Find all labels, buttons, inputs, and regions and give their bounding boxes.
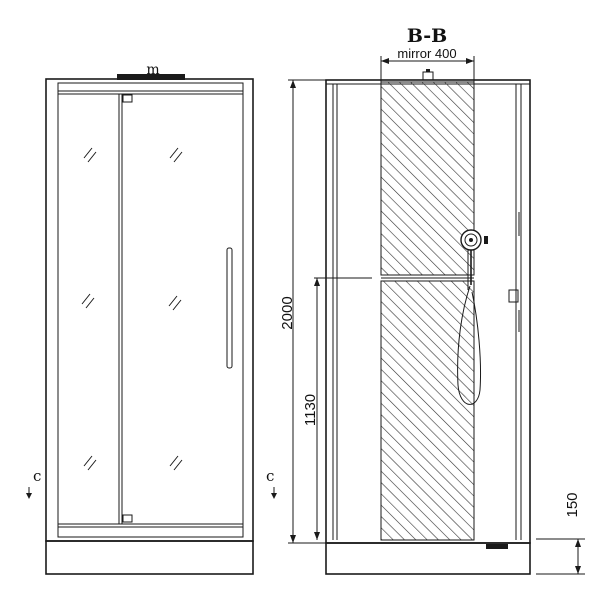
drain xyxy=(486,544,508,549)
shower-head-icon xyxy=(460,229,488,285)
overall-height-value: 2000 xyxy=(279,296,296,329)
front-inner-frame xyxy=(57,82,244,538)
dim-tray-height: 150 xyxy=(536,492,585,575)
ceiling-fitting xyxy=(422,71,434,81)
front-marker-label: m xyxy=(146,62,159,78)
dim-mirror-height: 1130 xyxy=(302,278,320,540)
dim-overall-height: 2000 xyxy=(279,79,326,544)
cut-marker-right: c xyxy=(266,467,274,485)
section-title: B-B xyxy=(407,25,447,47)
mirror-label: mirror 400 xyxy=(397,46,456,61)
tray-height-value: 150 xyxy=(564,492,581,517)
glass-marks xyxy=(81,147,183,471)
bottom-hinge xyxy=(122,514,133,523)
front-tray xyxy=(45,540,254,575)
head-unit xyxy=(117,74,185,80)
section-view: B-B mirror 400 xyxy=(266,25,531,575)
mixer-icon xyxy=(508,289,519,303)
top-hinge xyxy=(122,94,133,103)
hatched-back-panel-bottom xyxy=(380,280,475,541)
door-handle xyxy=(226,247,233,369)
front-view: m c xyxy=(26,62,254,575)
cut-marker-left: c xyxy=(33,467,41,485)
front-outer-frame xyxy=(45,78,254,542)
hatched-back-panel-top xyxy=(380,81,475,276)
mirror-height-value: 1130 xyxy=(302,394,319,426)
shower-hose xyxy=(457,285,482,405)
